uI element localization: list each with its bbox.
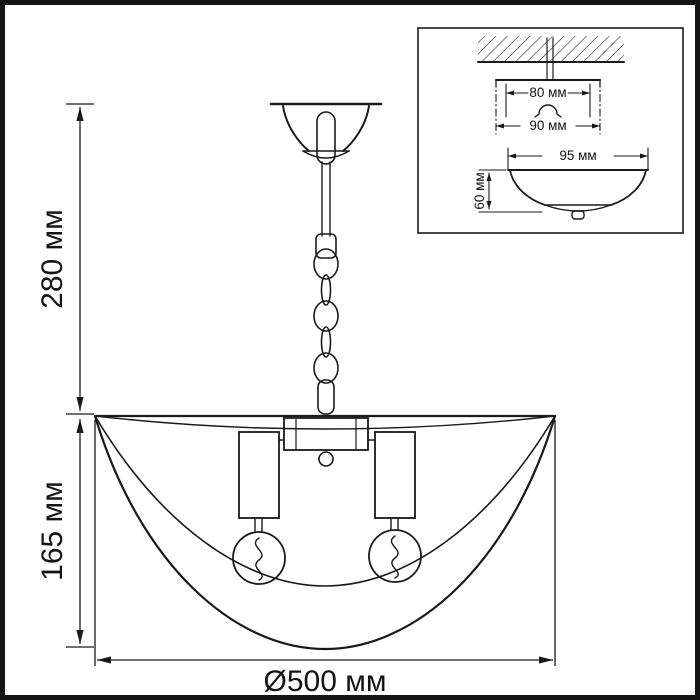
suspension-rod xyxy=(315,111,337,259)
flame-right-icon xyxy=(390,535,399,579)
canopy-bell xyxy=(282,105,370,159)
label-60mm: 60 мм xyxy=(472,172,487,209)
ceiling-hatch xyxy=(478,36,624,62)
label-165mm: 165 мм xyxy=(36,481,69,581)
rod-top-capsule xyxy=(316,111,336,165)
inset-canopy-detail: 95 мм 60 мм xyxy=(472,147,649,220)
lamp-holder-right xyxy=(374,431,416,519)
shade-bowl xyxy=(93,414,557,651)
inset-mounting-plate: 80 мм 90 мм xyxy=(495,79,601,135)
inset-border xyxy=(417,27,684,234)
chain-connector xyxy=(317,379,335,415)
fixture-body xyxy=(232,417,422,585)
bulb-left xyxy=(232,531,286,585)
canopy-profile xyxy=(509,169,546,206)
label-90mm: 90 мм xyxy=(529,118,566,133)
lamp-holder-left xyxy=(238,431,280,519)
label-280mm: 280 мм xyxy=(36,209,69,309)
canopy-finial xyxy=(571,210,585,220)
chain-link xyxy=(313,248,339,280)
chain-link xyxy=(320,326,332,358)
label-95mm: 95 мм xyxy=(559,148,596,163)
main-drawing: 280 мм 165 мм Ø500 мм xyxy=(36,102,557,698)
suspension-chain xyxy=(313,248,339,415)
inset-ceiling xyxy=(477,36,625,81)
chain-link xyxy=(320,274,332,306)
label-diameter-500mm: Ø500 мм xyxy=(264,665,387,698)
dimension-diameter: Ø500 мм xyxy=(94,420,556,698)
label-80mm: 80 мм xyxy=(529,85,566,100)
chain-link xyxy=(313,352,339,384)
shade-inner-curve xyxy=(94,415,556,587)
dimension-shade-height: 165 мм xyxy=(36,419,94,648)
rod-coupler xyxy=(315,233,337,259)
shade-outer-curve xyxy=(93,414,557,651)
inset-detail-box: 80 мм 90 мм 95 мм xyxy=(417,27,684,234)
hook-icon xyxy=(534,104,562,118)
dimension-suspension-height: 280 мм xyxy=(36,103,94,415)
flame-left-icon xyxy=(254,537,263,581)
bulb-right xyxy=(368,529,422,583)
fixture-hub xyxy=(283,417,369,451)
chain-link xyxy=(313,300,339,332)
hub-knob xyxy=(318,451,334,467)
